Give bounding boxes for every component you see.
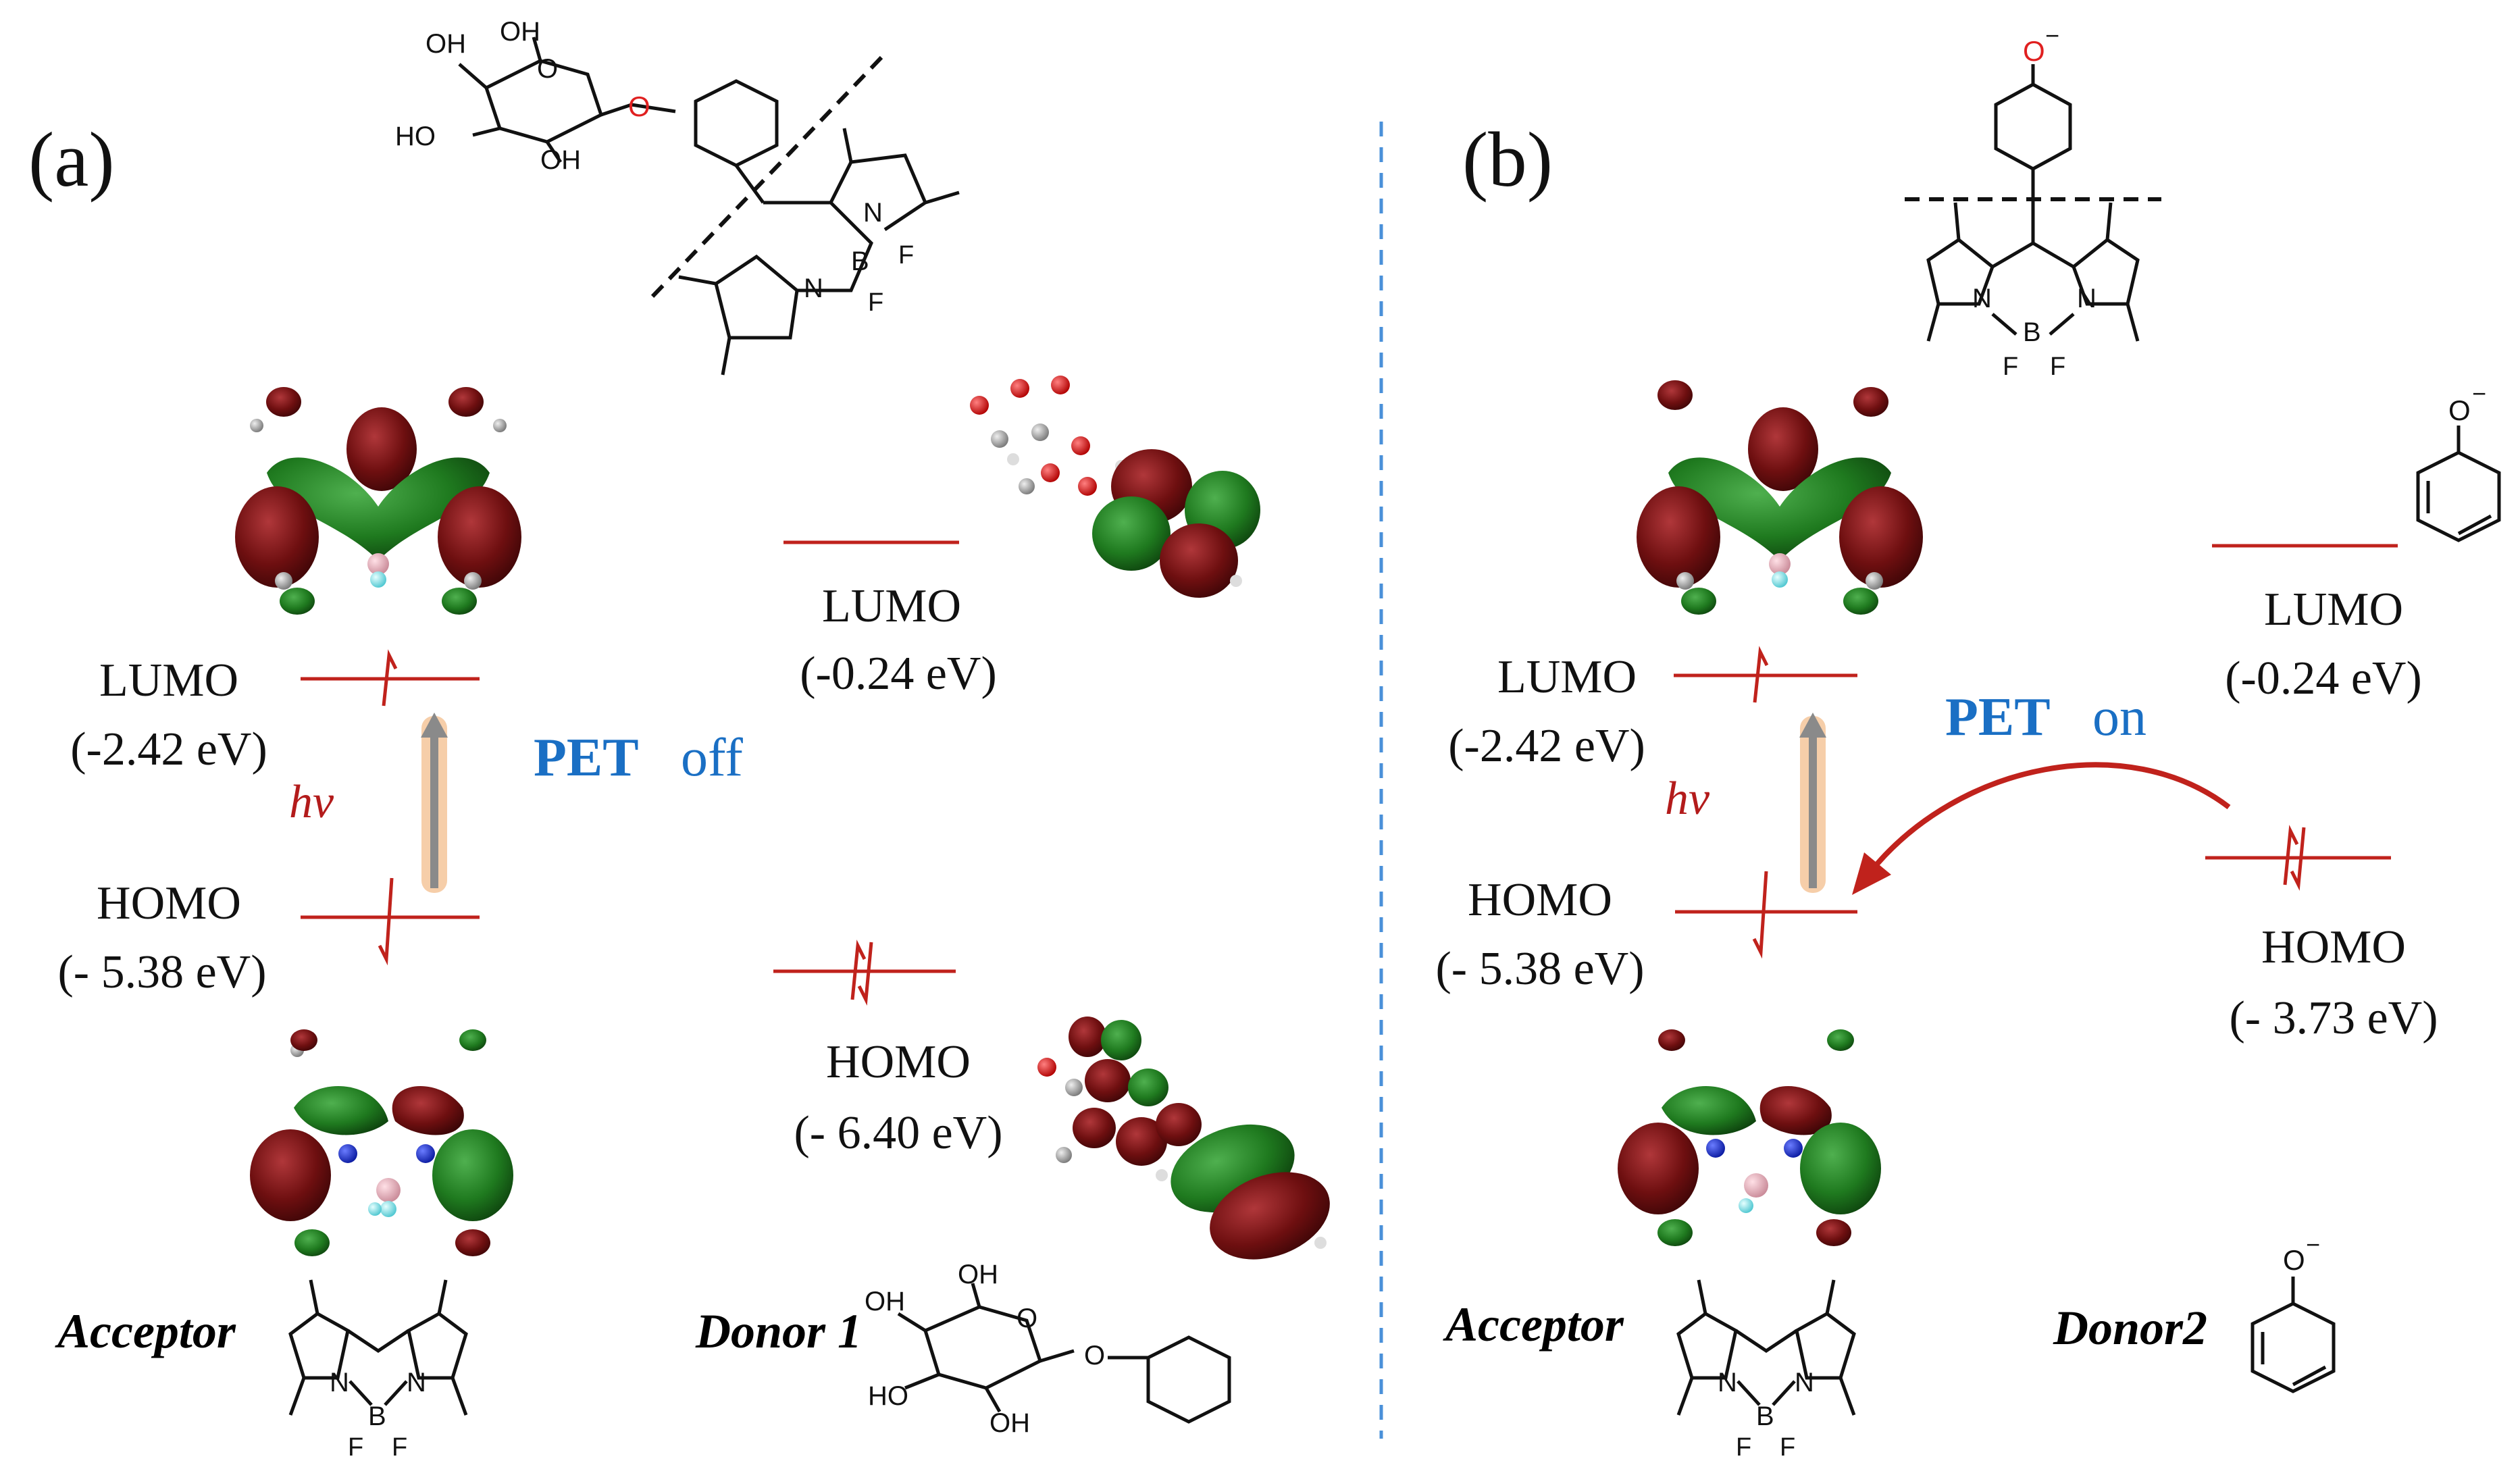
pet-label-a: PET [534,728,639,788]
pet-state-b: on [2092,688,2146,747]
n-label: N [1795,1368,1814,1397]
glycosidic-o-label: O [628,91,650,122]
oh-label: OH [500,17,540,47]
phenoxide-icon-top [2416,426,2501,542]
acceptor-role-label-a: Acceptor [55,1304,236,1358]
oh-label: OH [865,1287,905,1316]
f-label: F [868,288,883,317]
o-label: O [537,54,558,84]
pet-label-b: PET [1945,688,2051,747]
donor-lumo-orbital-a [970,376,1260,598]
f-label: F [898,241,914,269]
b-label: B [1756,1402,1774,1431]
oh-label: OH [426,29,466,59]
panel-a-tag: (a) [28,117,115,203]
donor-lumo-energy-a: (-0.24 eV) [800,648,997,700]
excitation-arrowhead [1799,713,1826,738]
ho-label: HO [395,122,436,151]
acceptor-lumo-orbital-a [235,387,521,615]
panel-b: (b) O − N N B F F [1435,22,2501,1462]
acceptor-homo-orbital-b [1618,1029,1881,1246]
donor-role-label-a: Donor 1 [695,1304,862,1358]
donor-role-label-b: Donor2 [2053,1301,2207,1355]
pet-transfer-arrow [1868,762,2231,873]
b-label: B [2023,317,2041,347]
acceptor-role-label-b: Acceptor [1443,1297,1624,1352]
oh-label: OH [989,1408,1030,1438]
n-label: N [330,1368,349,1397]
n-label: N [2077,284,2097,313]
n-label: N [804,274,823,303]
f-label: F [2003,353,2018,381]
probe-structure-a [458,36,960,376]
n-label: N [407,1368,426,1397]
pet-state-a: off [681,728,743,788]
donor-homo-energy-a: (- 6.40 eV) [794,1107,1002,1159]
oh-label: OH [958,1260,998,1289]
donor-electron-spin-down [857,942,873,1006]
panel-b-tag: (b) [1462,117,1553,203]
homo-electron-spin-down [1752,871,1768,959]
donor-electron-spin-up [850,940,867,1000]
acceptor-lumo-orbital-b [1637,380,1923,615]
probe-structure-b [1905,64,2161,342]
acceptor-lumo-label-b: LUMO [1497,651,1637,703]
b-label: B [851,247,869,276]
donor-lumo-label-a: LUMO [822,580,961,632]
ho-label: HO [868,1381,908,1411]
donor-homo-label-a: HOMO [826,1036,971,1088]
donor-electron-spin-down [2290,827,2306,891]
donor-homo-energy-b: (- 3.73 eV) [2229,992,2438,1044]
donor-lumo-energy-b: (-0.24 eV) [2225,652,2422,704]
acceptor-homo-energy-b: (- 5.38 eV) [1435,943,1644,995]
donor1-structure [897,1283,1231,1424]
n-label: N [1718,1368,1737,1397]
acceptor-homo-energy-a: (- 5.38 eV) [57,946,266,998]
o-label: O [1084,1341,1105,1370]
minus-label: − [2306,1231,2320,1258]
f-label: F [1736,1433,1751,1462]
b-label: B [368,1402,386,1431]
excited-electron-spin-up [1753,646,1769,703]
excitation-arrowhead [421,713,448,738]
excited-electron-spin-up [382,649,398,706]
f-label: F [1780,1433,1795,1462]
acceptor-lumo-energy-b: (-2.42 eV) [1448,720,1645,772]
acceptor-homo-label-b: HOMO [1468,874,1612,926]
oh-label: OH [540,145,581,175]
phenoxide-o-label: O [2023,35,2045,67]
donor-homo-orbital-a [1037,1017,1330,1260]
hv-label-a: hv [289,776,334,828]
acceptor-lumo-label-a: LUMO [99,654,238,706]
o-label: O [2283,1244,2305,1276]
acceptor-homo-orbital-a [250,1029,513,1256]
f-label: F [2050,353,2065,381]
donor-electron-spin-up [2283,825,2299,885]
phenoxide-icon-bottom [2251,1277,2336,1393]
hv-label-b: hv [1665,773,1710,825]
bodipy-structure-a [288,1279,468,1416]
minus-label: − [2045,22,2059,49]
o-label: O [2448,394,2471,426]
donor-homo-label-b: HOMO [2261,921,2406,973]
o-label: O [1017,1304,1037,1333]
bodipy-structure-b [1676,1279,1856,1416]
n-label: N [863,198,883,228]
n-label: N [1972,284,1992,313]
homo-electron-spin-down [378,877,394,966]
acceptor-lumo-energy-a: (-2.42 eV) [70,723,267,775]
minus-label: − [2472,380,2486,407]
donor-lumo-label-b: LUMO [2264,584,2403,636]
acceptor-homo-label-a: HOMO [97,877,241,929]
pet-transfer-arrowhead [1852,852,1891,895]
f-label: F [392,1433,407,1462]
panel-a: (a) OH OH HO [28,17,1330,1462]
f-label: F [348,1433,363,1462]
